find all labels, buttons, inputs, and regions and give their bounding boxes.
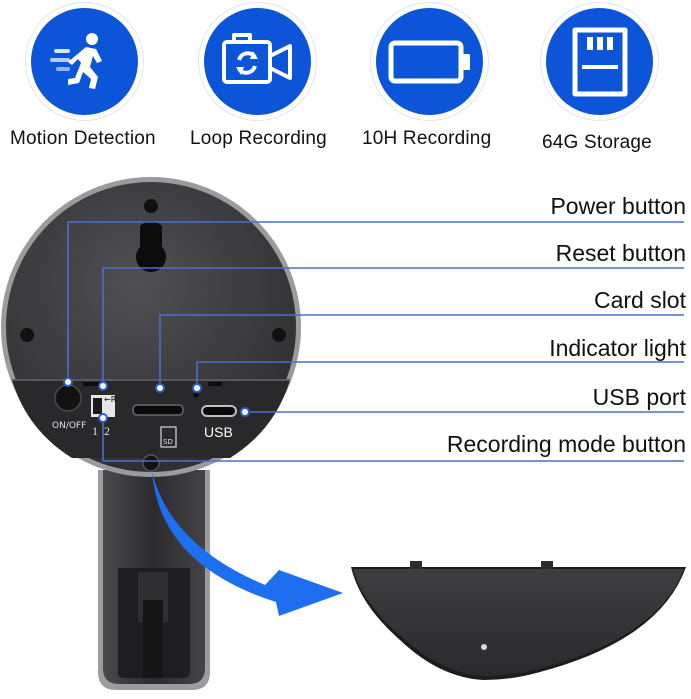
switch-numbers: 1 2 xyxy=(92,424,110,438)
reset-mark: ←R xyxy=(104,395,117,404)
usb-port-shape xyxy=(201,405,237,417)
card-slot-shape xyxy=(132,404,184,416)
loop-camera-icon xyxy=(221,32,292,84)
callout-recording-mode-button: Recording mode button xyxy=(446,431,686,457)
power-button-shape xyxy=(54,384,82,412)
callout-indicator-light: Indicator light xyxy=(549,335,686,361)
sd-label: SD xyxy=(163,438,173,446)
running-person-icon xyxy=(49,32,102,89)
feature-label-hours: 10H Recording xyxy=(362,128,492,149)
feature-label-motion: Motion Detection xyxy=(10,128,156,149)
feature-label-loop: Loop Recording xyxy=(190,128,327,149)
recording-hours-badge xyxy=(371,3,488,120)
callout-reset-button: Reset button xyxy=(555,240,686,266)
back-cover xyxy=(351,561,686,680)
callout-dots xyxy=(63,377,250,423)
on-off-label: ON/OFF xyxy=(52,421,86,431)
loop-recording-badge xyxy=(199,3,316,120)
device-body xyxy=(1,177,301,477)
callout-usb-port: USB port xyxy=(592,384,686,410)
motion-detection-badge xyxy=(26,3,143,120)
device-stand xyxy=(98,470,210,690)
usb-label: USB xyxy=(204,424,233,440)
storage-badge xyxy=(541,3,658,120)
feature-label-storage: 64G Storage xyxy=(542,132,652,153)
callout-lines xyxy=(67,221,684,462)
sd-card-icon xyxy=(572,27,627,96)
battery-icon xyxy=(388,40,470,83)
detach-arrow xyxy=(152,472,343,616)
callout-card-slot: Card slot xyxy=(593,287,686,313)
callout-power-button: Power button xyxy=(550,193,686,219)
